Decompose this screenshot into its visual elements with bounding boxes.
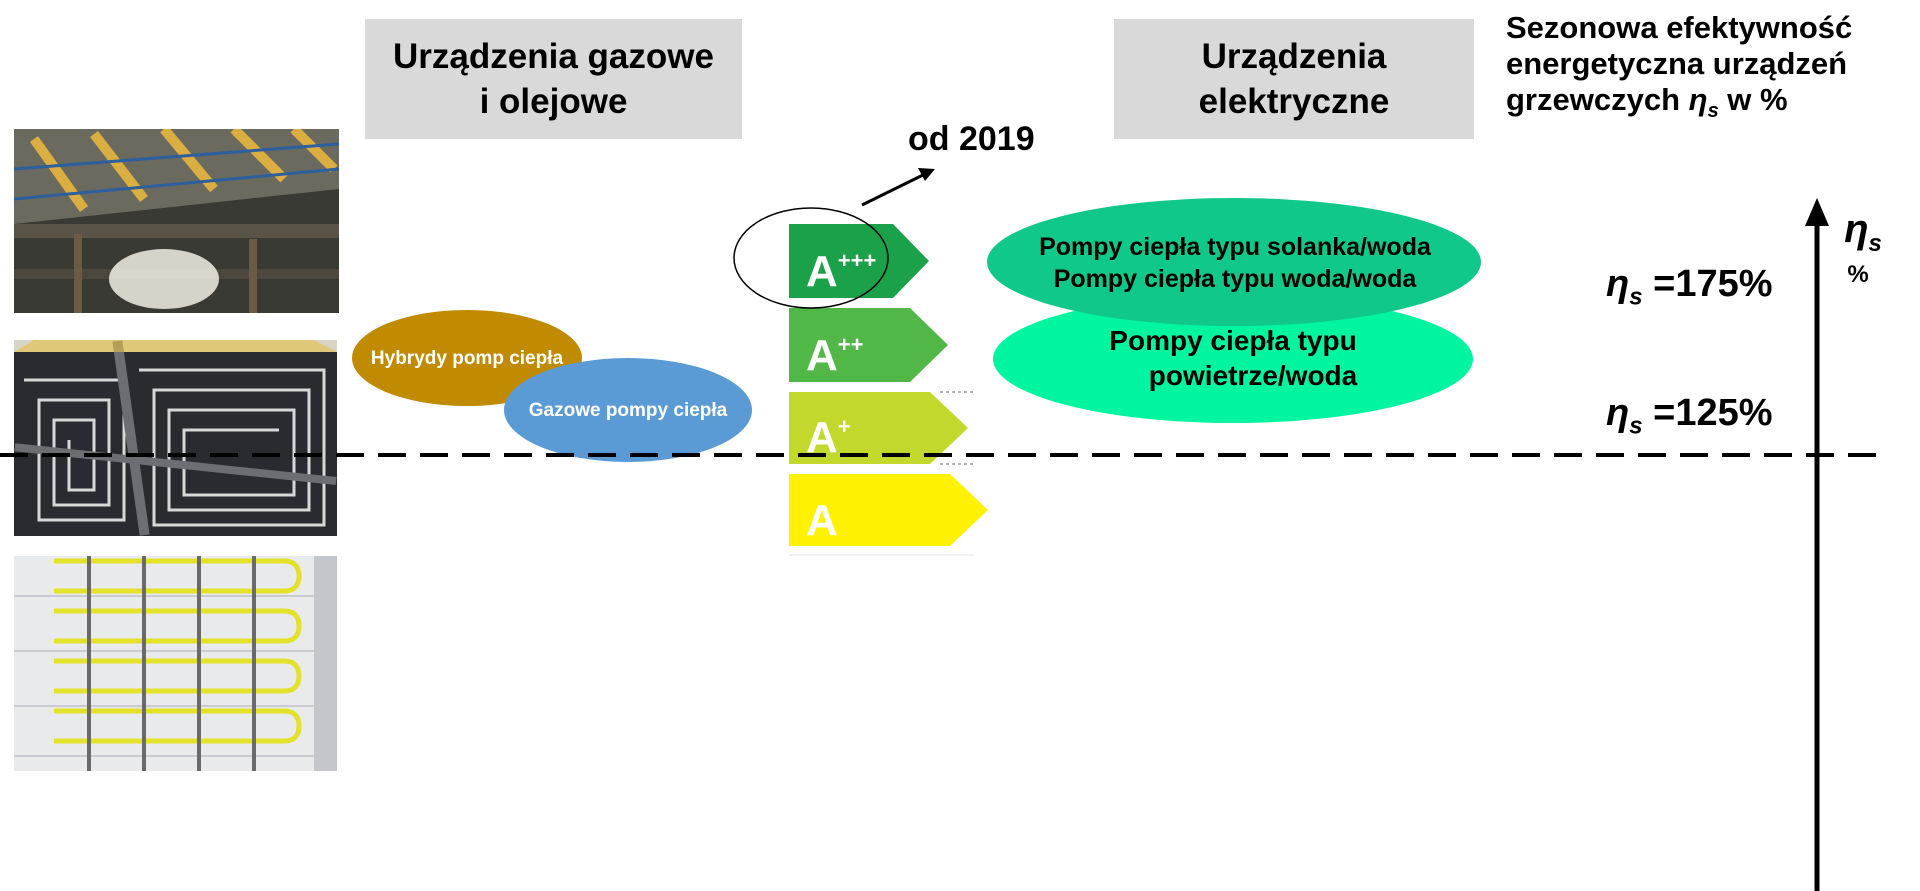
efficiency-axis-arrowhead <box>1805 198 1829 226</box>
air-water-bubble <box>993 295 1473 423</box>
header-gas-oil-devices: Urządzenia gazowe i olejowe <box>365 19 742 139</box>
title-line2: energetyczna urządzeń <box>1506 46 1848 81</box>
title-line3-prefix: grzewczych <box>1506 82 1689 117</box>
hybrid-hp-label: Hybrydy pomp ciepła <box>370 348 564 369</box>
brine-water-line2: Pompy ciepła typu woda/woda <box>1053 265 1417 293</box>
brine-water-bubble <box>987 198 1481 326</box>
energy-class-a1plus-text: A+ <box>806 413 851 462</box>
year-label: od 2019 <box>908 120 1035 158</box>
air-water-line2: powietrze/woda <box>1148 360 1358 391</box>
header-electric-line2: elektryczne <box>1198 82 1390 121</box>
brine-water-line1: Pompy ciepła typu solanka/woda <box>1039 233 1431 261</box>
gas-hp-bubble <box>504 358 752 462</box>
title-line1: Sezonowa efektywność <box>1506 10 1853 45</box>
a3plus-highlight-circle <box>733 207 889 309</box>
air-water-line1: Pompy ciepła typu <box>1109 325 1357 356</box>
photo-wall-heating <box>14 556 337 771</box>
energy-label-a3plus <box>789 224 929 298</box>
header-electric-devices: Urządzenia elektryczne <box>1114 19 1474 139</box>
energy-label-a <box>789 474 988 546</box>
header-gas-oil-line2: i olejowe <box>479 82 628 121</box>
air-water-label: Pompy ciepła typu powietrze/woda <box>1000 323 1466 393</box>
year-arrowhead <box>918 168 935 181</box>
energy-class-a-text: A <box>806 496 838 545</box>
gas-hp-label: Gazowe pompy ciepła <box>528 400 728 421</box>
axis-unit-label: ηs % <box>1844 207 1882 288</box>
energy-label-a1plus <box>789 392 968 464</box>
year-arrow <box>861 172 926 207</box>
energy-class-a3plus-text: A+++ <box>806 247 877 296</box>
energy-class-a2plus-text: A++ <box>806 331 864 380</box>
title-line3-suffix: w % <box>1718 82 1788 117</box>
mark-175: ηs =175% <box>1606 263 1773 311</box>
diagram-title: Sezonowa efektywność energetyczna urządz… <box>1506 10 1920 129</box>
title-line3: grzewczych ηs w % <box>1506 82 1920 129</box>
brine-water-label: Pompy ciepła typu solanka/woda Pompy cie… <box>990 225 1480 301</box>
photo-floor-heating <box>14 340 337 536</box>
header-electric-line1: Urządzenia <box>1201 37 1387 76</box>
mark-125: ηs =125% <box>1606 392 1773 440</box>
title-eta-symbol: ηs <box>1688 82 1719 123</box>
header-gas-oil-line1: Urządzenia gazowe <box>393 37 714 76</box>
photo-ceiling-heating <box>14 129 339 313</box>
energy-label-a2plus <box>789 308 948 382</box>
